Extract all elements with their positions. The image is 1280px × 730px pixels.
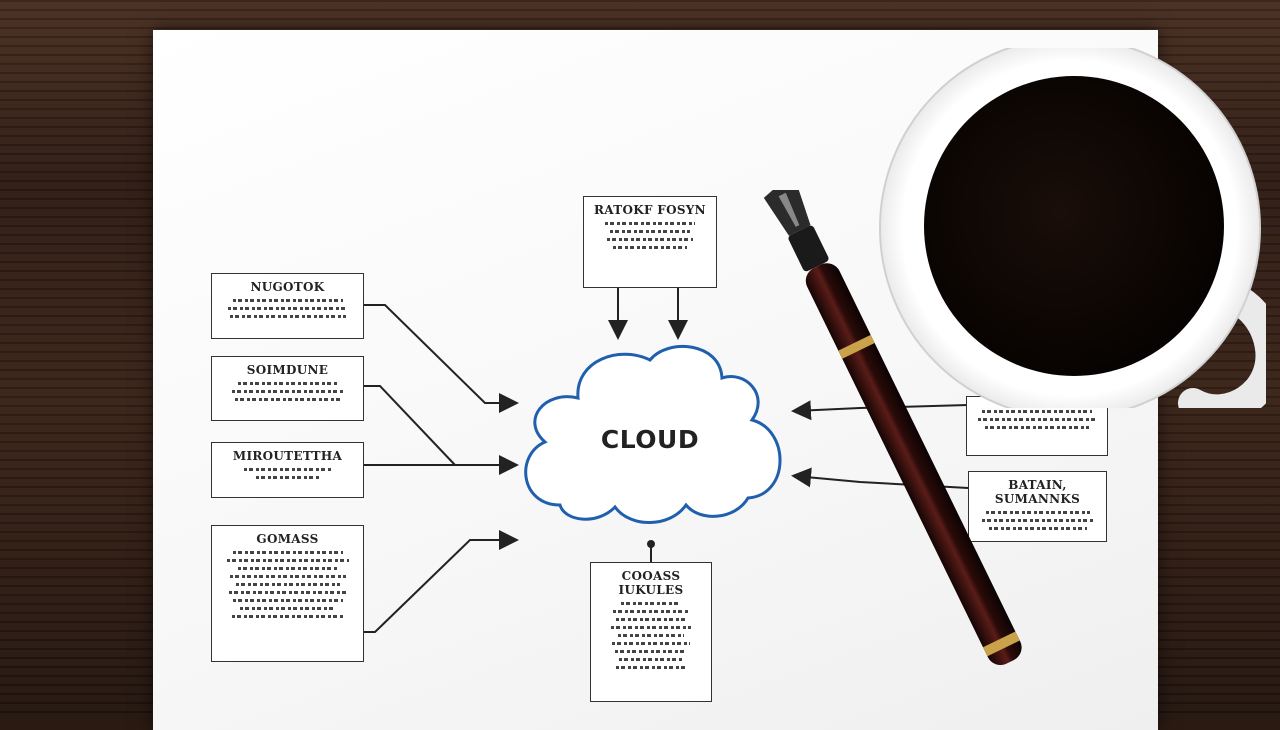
box-right2: BATAIN, SUMANNKS — [968, 471, 1107, 542]
box-left4-title: GOMASS — [256, 532, 319, 546]
box-left3-title: MIROUTETTHA — [232, 449, 343, 463]
connector-left1 — [364, 304, 519, 413]
box-left4: GOMASS — [211, 525, 364, 662]
cloud-label: CLOUD — [600, 425, 700, 454]
box-left2: SOIMDUNE — [211, 356, 364, 421]
box-right2-title: BATAIN, SUMANNKS — [994, 478, 1081, 506]
box-bottom: COOASS IUKULES — [590, 562, 712, 702]
cloud-shape — [524, 345, 782, 524]
connector-left4 — [364, 530, 519, 633]
connector-right1 — [791, 400, 969, 421]
box-bottom-title: COOASS IUKULES — [618, 569, 684, 597]
box-top: RATOKF FOSYN — [583, 196, 717, 288]
box-left1-title: NUGOTOK — [250, 280, 325, 294]
box-left2-title: SOIMDUNE — [246, 363, 329, 377]
box-left3: MIROUTETTHA — [211, 442, 364, 498]
fountain-pen — [763, 190, 1022, 666]
connector-left2 — [364, 385, 456, 466]
box-top-title: RATOKF FOSYN — [594, 203, 706, 217]
coffee-cup — [879, 48, 1266, 408]
box-left1: NUGOTOK — [211, 273, 364, 339]
